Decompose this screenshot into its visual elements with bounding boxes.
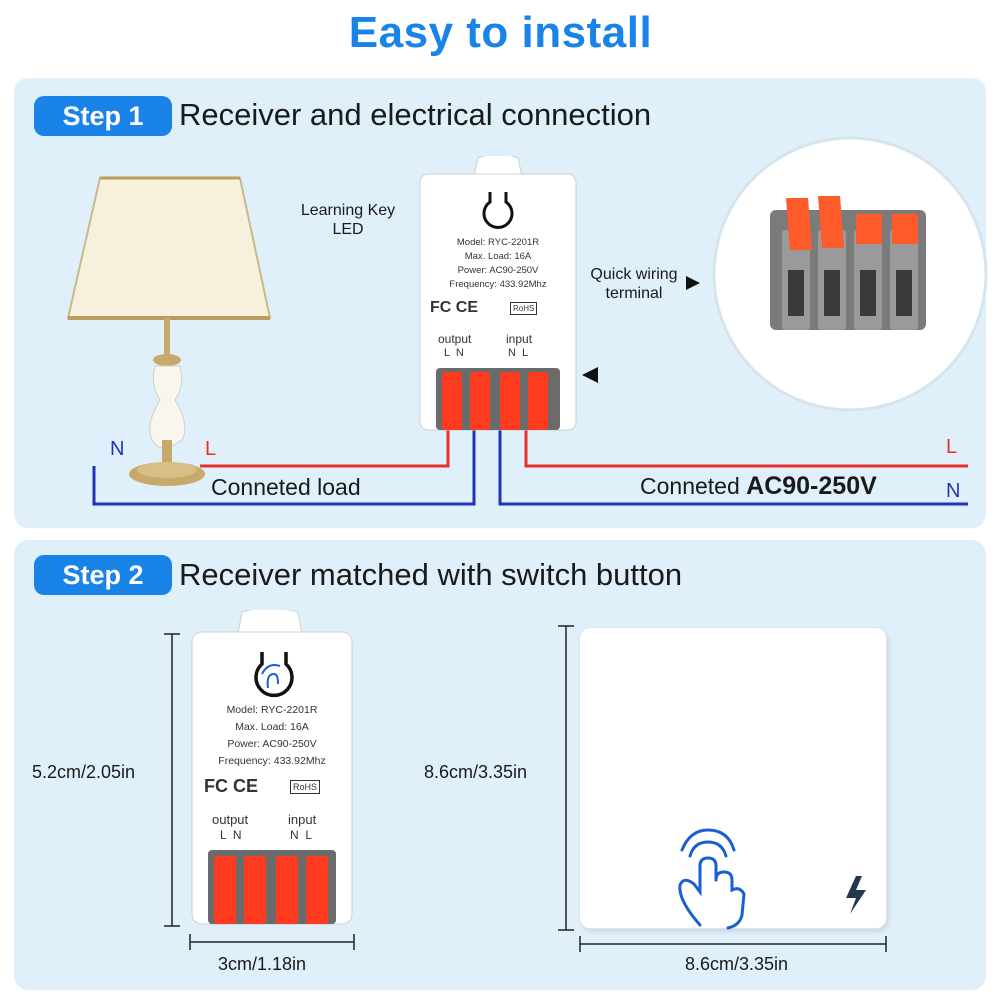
receiver-frequency: Frequency: 433.92Mhz xyxy=(449,279,547,290)
receiver2-frequency: Frequency: 433.92Mhz xyxy=(218,755,326,767)
page-title: Easy to install xyxy=(348,8,653,57)
receiver-step2: Model: RYC-2201R Max. Load: 16A Power: A… xyxy=(190,610,354,926)
input-pins-2: N L xyxy=(290,828,313,842)
output-label-2: output xyxy=(212,812,249,827)
input-label-2: input xyxy=(288,812,317,827)
connected-voltage: AC90-250V xyxy=(746,472,877,500)
connected-prefix: Conneted xyxy=(640,473,740,499)
wireless-switch-panel xyxy=(580,628,886,928)
cert-logos: FC CE xyxy=(430,299,478,316)
wire-live-right: L xyxy=(946,436,958,458)
step-1-heading: Receiver and electrical connection xyxy=(179,97,652,132)
cert-logos-2: FC CE xyxy=(204,776,258,796)
input-pins: N L xyxy=(508,347,529,359)
receiver-max-load: Max. Load: 16A xyxy=(464,251,532,262)
quick-wiring-line1: Quick wiring xyxy=(590,266,678,283)
step-1-badge: Step 1 xyxy=(34,96,172,136)
step-2-heading: Receiver matched with switch button xyxy=(179,557,683,592)
wire-neutral-left: N xyxy=(110,438,125,460)
step-2-badge: Step 2 xyxy=(34,555,172,595)
bulb-icon xyxy=(482,192,514,229)
bulb-icon xyxy=(254,652,294,698)
receiver-width-label: 3cm/1.18in xyxy=(218,954,307,974)
output-label: output xyxy=(438,332,472,346)
receiver2-max-load: Max. Load: 16A xyxy=(235,721,309,733)
connected-mains-label: Conneted AC90-250V xyxy=(640,472,877,501)
input-label: input xyxy=(506,332,533,346)
receiver-height-label: 5.2cm/2.05in xyxy=(32,762,136,782)
quick-wiring-line2: terminal xyxy=(605,285,663,302)
output-pins: L N xyxy=(444,347,464,359)
receiver2-power: Power: AC90-250V xyxy=(227,738,317,750)
receiver-model: Model: RYC-2201R xyxy=(456,237,540,248)
rohs-mark: RoHS xyxy=(510,302,538,315)
output-pins-2: L N xyxy=(220,828,242,842)
learning-key-line2: LED xyxy=(332,221,364,238)
quick-wiring-note: Quick wiring terminal xyxy=(584,265,684,303)
receiver2-model: Model: RYC-2201R xyxy=(226,704,318,716)
receiver-step1: Model: RYC-2201R Max. Load: 16A Power: A… xyxy=(418,156,578,432)
learning-key-note: Learning Key LED xyxy=(293,201,403,239)
wire-live-left: L xyxy=(205,438,217,460)
receiver-power: Power: AC90-250V xyxy=(457,265,539,276)
switch-width-label: 8.6cm/3.35in xyxy=(685,954,789,974)
learning-key-line1: Learning Key xyxy=(300,202,396,219)
rohs-mark-2: RoHS xyxy=(290,780,321,794)
switch-height-label: 8.6cm/3.35in xyxy=(424,762,528,782)
wire-neutral-right: N xyxy=(946,480,961,502)
connected-load-label: Conneted load xyxy=(211,474,361,500)
